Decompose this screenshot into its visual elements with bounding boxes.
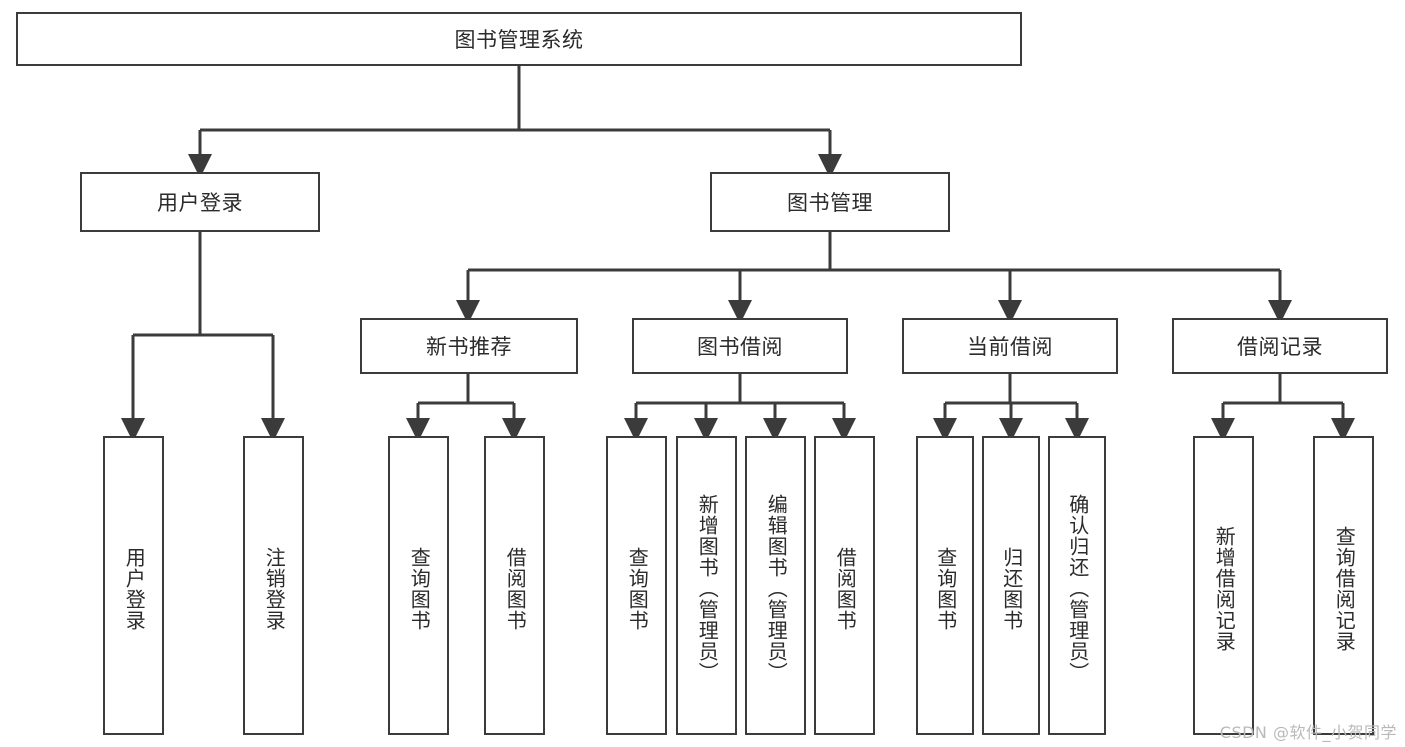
leaf-add-book-admin[interactable]: 新增图书（管理员）	[676, 436, 737, 735]
leaf-user-login-label: 用户登录	[122, 546, 147, 631]
leaf-logout[interactable]: 注销登录	[243, 436, 304, 735]
leaf-user-login[interactable]: 用户登录	[103, 436, 164, 735]
leaf-query-book-borrow-label: 查询图书	[625, 546, 650, 631]
node-book-borrow[interactable]: 图书借阅	[632, 318, 848, 374]
node-new-book-recommend-label: 新书推荐	[426, 335, 512, 359]
leaf-edit-book-admin[interactable]: 编辑图书（管理员）	[745, 436, 806, 735]
leaf-add-book-admin-label: 新增图书（管理员）	[695, 494, 720, 683]
node-user-login[interactable]: 用户登录	[80, 172, 320, 232]
leaf-query-book-newbook-label: 查询图书	[407, 546, 432, 631]
leaf-lend-book[interactable]: 借阅图书	[814, 436, 875, 735]
leaf-borrow-book-newbook[interactable]: 借阅图书	[484, 436, 545, 735]
node-current-borrow-label: 当前借阅	[967, 335, 1053, 359]
node-new-book-recommend[interactable]: 新书推荐	[360, 318, 578, 374]
node-borrow-record[interactable]: 借阅记录	[1172, 318, 1388, 374]
node-current-borrow[interactable]: 当前借阅	[902, 318, 1118, 374]
leaf-logout-label: 注销登录	[262, 546, 287, 631]
csdn-watermark: CSDN @软件_小贺同学	[1219, 723, 1397, 742]
leaf-return-book[interactable]: 归还图书	[982, 436, 1040, 735]
leaf-query-borrow-record-label: 查询借阅记录	[1332, 525, 1357, 652]
leaf-query-book-borrow[interactable]: 查询图书	[606, 436, 667, 735]
leaf-query-book-current[interactable]: 查询图书	[916, 436, 974, 735]
leaf-confirm-return-admin[interactable]: 确认归还（管理员）	[1048, 436, 1106, 735]
node-root-label: 图书管理系统	[454, 28, 584, 52]
node-borrow-record-label: 借阅记录	[1237, 335, 1323, 359]
leaf-query-book-newbook[interactable]: 查询图书	[388, 436, 449, 735]
node-book-borrow-label: 图书借阅	[697, 335, 783, 359]
leaf-confirm-return-admin-label: 确认归还（管理员）	[1065, 494, 1090, 683]
leaf-lend-book-label: 借阅图书	[833, 546, 858, 631]
node-book-management[interactable]: 图书管理	[710, 172, 950, 232]
leaf-return-book-label: 归还图书	[999, 546, 1024, 631]
leaf-query-book-current-label: 查询图书	[933, 546, 958, 631]
leaf-add-borrow-record-label: 新增借阅记录	[1212, 525, 1237, 652]
node-book-management-label: 图书管理	[787, 191, 873, 215]
leaf-borrow-book-newbook-label: 借阅图书	[503, 546, 528, 631]
node-user-login-label: 用户登录	[157, 191, 243, 215]
leaf-add-borrow-record[interactable]: 新增借阅记录	[1193, 436, 1254, 735]
leaf-edit-book-admin-label: 编辑图书（管理员）	[764, 494, 789, 683]
leaf-query-borrow-record[interactable]: 查询借阅记录	[1313, 436, 1374, 735]
node-root[interactable]: 图书管理系统	[16, 12, 1022, 66]
